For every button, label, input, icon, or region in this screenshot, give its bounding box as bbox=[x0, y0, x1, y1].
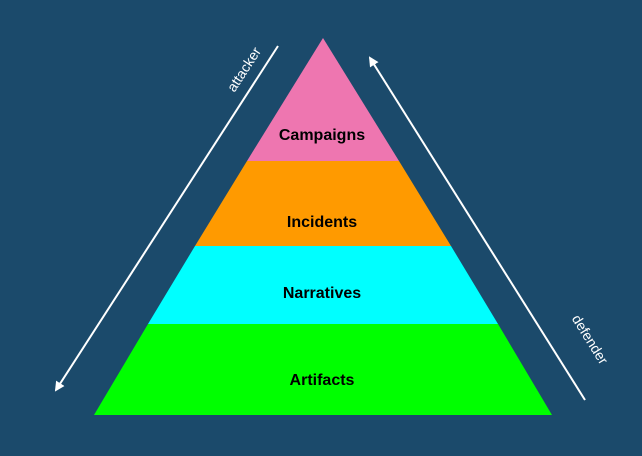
layer-label-incidents: Incidents bbox=[287, 214, 357, 231]
layer-artifacts bbox=[94, 324, 552, 415]
layer-label-campaigns: Campaigns bbox=[279, 127, 365, 144]
layer-label-narratives: Narratives bbox=[283, 285, 361, 302]
defender-label: defender bbox=[569, 312, 612, 368]
pyramid: Campaigns Incidents Narratives Artifacts bbox=[94, 38, 552, 415]
layer-campaigns bbox=[247, 38, 399, 161]
layer-label-artifacts: Artifacts bbox=[290, 372, 355, 389]
attacker-label: attacker bbox=[224, 44, 265, 95]
layer-incidents bbox=[195, 161, 451, 246]
attacker-arrow-line bbox=[54, 45, 279, 392]
layer-narratives bbox=[148, 246, 498, 324]
defender-arrow-line bbox=[368, 56, 586, 401]
